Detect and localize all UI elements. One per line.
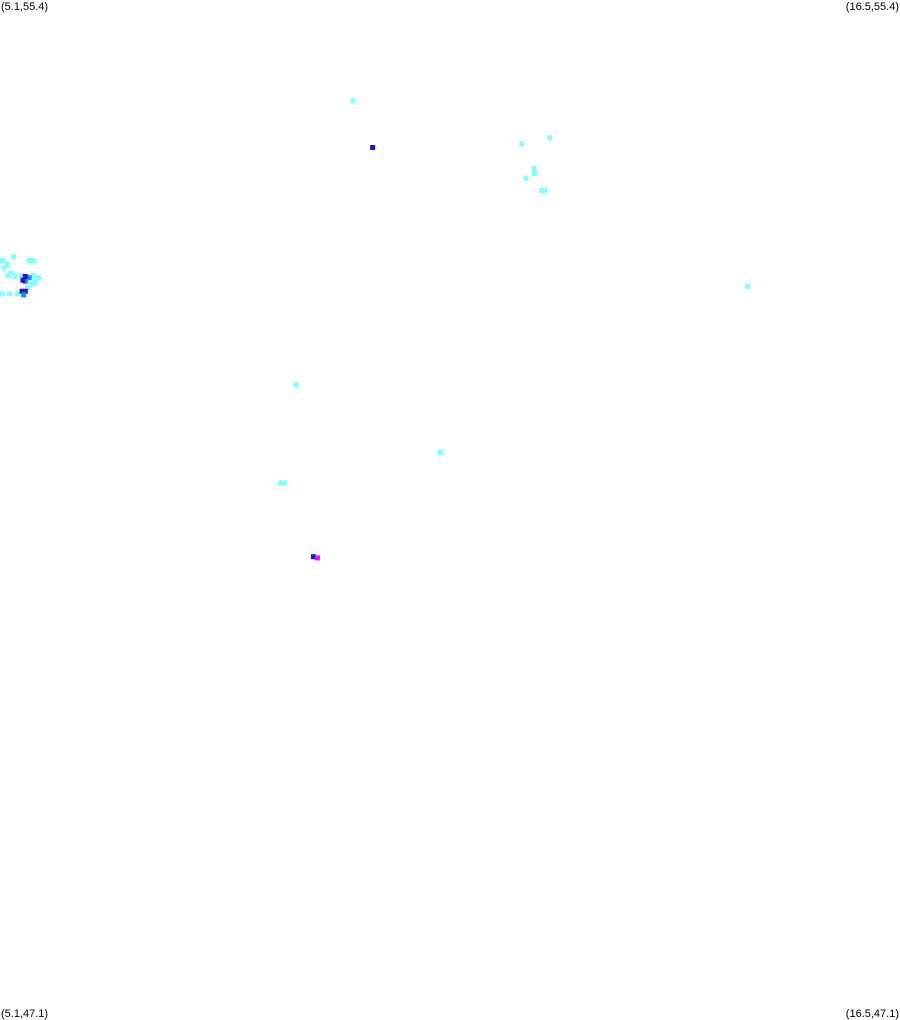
heatmap-cell-30: [26, 275, 32, 281]
heatmap-cell-38: [438, 449, 443, 455]
heatmap-cell-40: [281, 480, 287, 486]
heatmap-cell-4: [523, 175, 529, 181]
corner-label-bottom-left: (5.1,47.1): [1, 1008, 49, 1020]
heatmap-cell-35: [22, 288, 28, 294]
heatmap-cell-27: [14, 291, 20, 297]
heatmap-cell-21: [33, 276, 38, 282]
heatmap-cell-15: [5, 272, 11, 278]
heatmap-cell-36: [21, 292, 27, 298]
heatmap-cell-7: [539, 188, 545, 193]
heatmap-cell-18: [26, 258, 32, 263]
heatmap-cell-8: [542, 188, 548, 193]
heatmap-cell-14: [8, 270, 14, 276]
heatmap-cell-9: [745, 283, 751, 289]
heatmap-cell-28: [7, 291, 12, 297]
heatmap-cell-17: [18, 272, 24, 278]
heatmap-cell-34: [19, 288, 25, 294]
heatmap-cell-0: [350, 98, 356, 104]
heatmap-cell-29: [0, 291, 5, 297]
heatmap-cell-5: [532, 170, 537, 176]
heatmap-cell-20: [30, 272, 36, 278]
heatmap-cell-13: [10, 254, 16, 260]
heatmap-cell-32: [20, 277, 26, 283]
heatmap-cell-33: [22, 274, 28, 279]
heatmap-cell-37: [293, 382, 299, 388]
corner-label-top-left: (5.1,55.4): [1, 1, 49, 13]
heatmap-cell-23: [32, 280, 38, 286]
heatmap-cell-19: [30, 258, 36, 263]
corner-label-bottom-right: (16.5,47.1): [845, 1008, 899, 1020]
heatmap-cell-39: [277, 480, 283, 486]
heatmap-cell-11: [1, 265, 7, 271]
heatmap-cell-42: [314, 555, 320, 561]
corner-label-top-right: (16.5,55.4): [845, 1, 899, 13]
heatmap-cell-6: [531, 165, 537, 171]
heatmap-cell-24: [28, 281, 34, 287]
heatmap-cell-25: [25, 285, 31, 291]
heatmap-cell-12: [4, 261, 10, 267]
heatmap-cell-22: [36, 275, 42, 281]
heatmap-cell-2: [519, 141, 525, 147]
heatmap-cell-16: [12, 274, 18, 279]
heatmap-cell-10: [0, 258, 5, 263]
heatmap-cell-1: [370, 145, 376, 150]
heatmap-cell-41: [310, 554, 316, 560]
heatmap-cell-3: [547, 135, 552, 141]
